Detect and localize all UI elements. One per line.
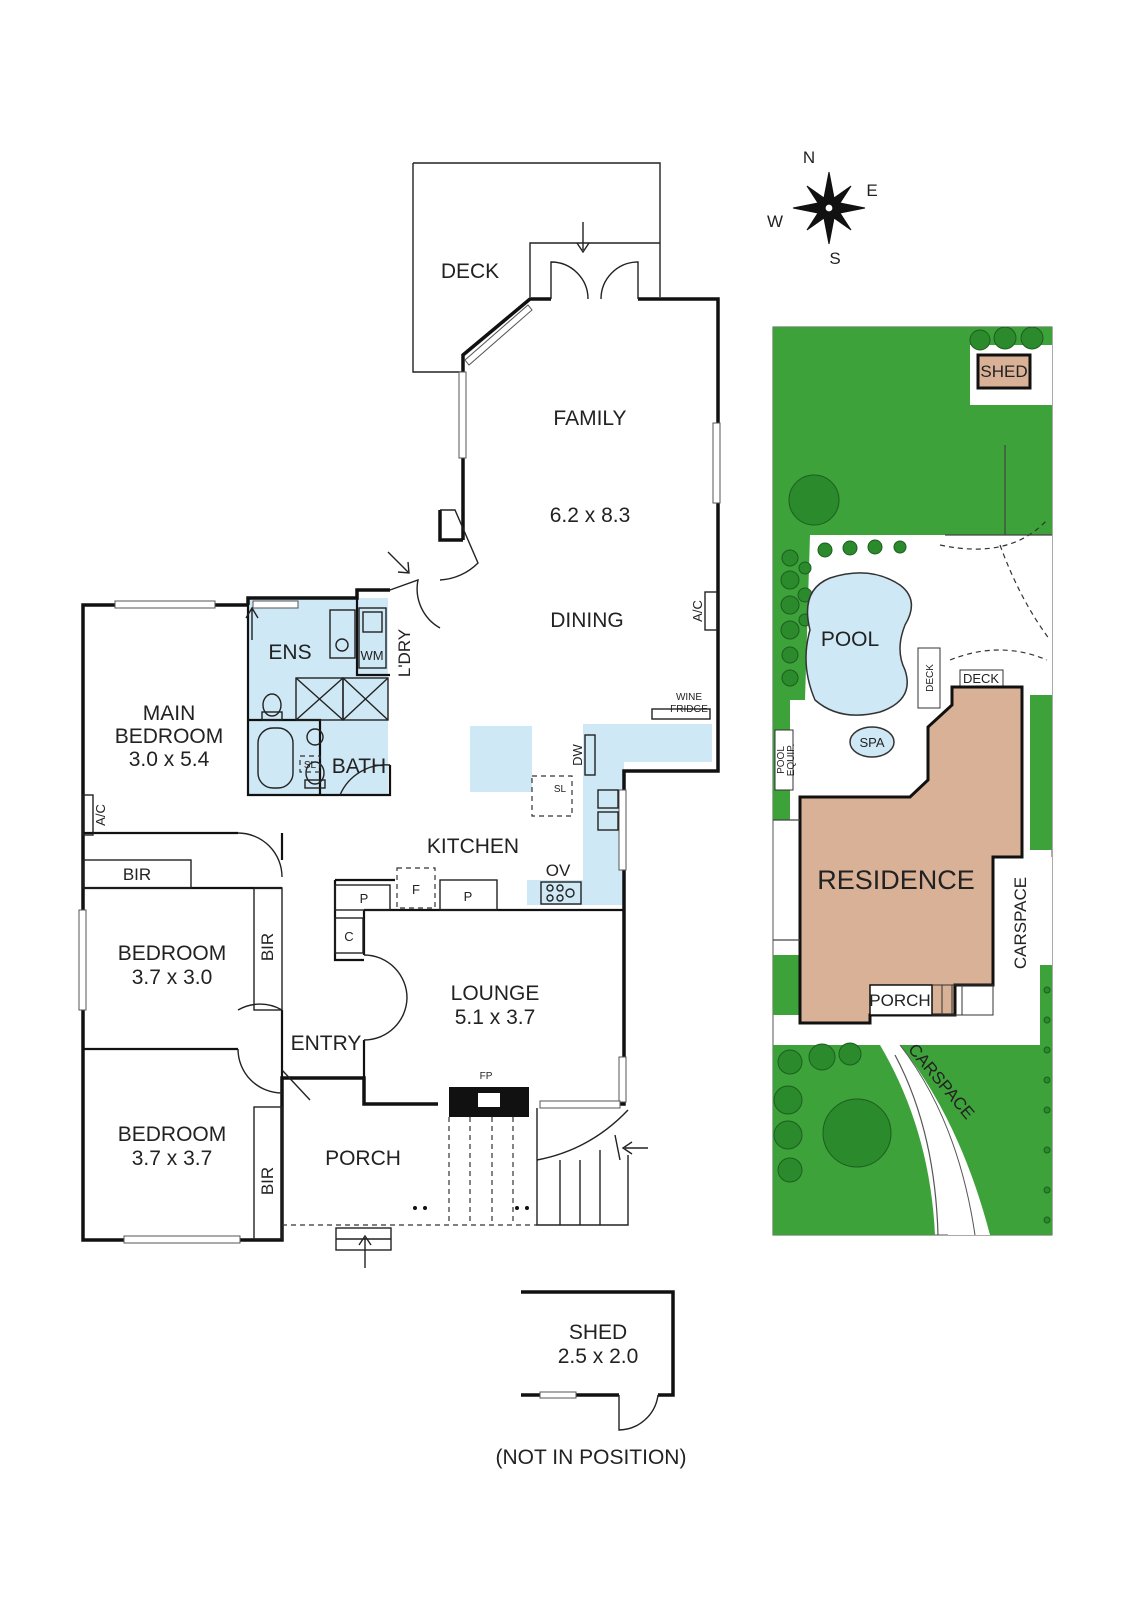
main-floor-plan: DECK FAMILY 6.2 x 8.3 DINING ENS WM L'DR…: [78, 162, 721, 1469]
lounge-dims: 5.1 x 3.7: [455, 1006, 536, 1029]
family-label: FAMILY: [553, 407, 626, 430]
wet-areas: [248, 598, 712, 905]
site-gate-paths: [939, 519, 1051, 661]
site-shed-label: SHED: [980, 362, 1027, 381]
driveway-line: [894, 1054, 939, 1236]
site-pool-equip-label-2: EQUIP.: [786, 744, 797, 777]
bir-main-label: BIR: [123, 865, 151, 884]
pantry-label-2: P: [464, 889, 473, 904]
shed-dims: 2.5 x 2.0: [558, 1345, 639, 1368]
kitchen-island: [470, 726, 532, 792]
windows: [78, 304, 721, 1244]
shed-label: SHED: [569, 1321, 627, 1344]
front-porch: [282, 1108, 648, 1268]
driveway-line-2: [899, 1044, 976, 1236]
pantry-label-1: P: [360, 891, 369, 906]
house-outer-wall: [81, 297, 720, 1242]
site-shed: [976, 353, 1032, 390]
site-plan: SHED POOL SPA POOL EQUIP. DECK DECK RESI…: [772, 326, 1053, 1236]
entry-label: ENTRY: [291, 1032, 362, 1055]
wine-fridge-label-1: WINE: [676, 692, 702, 703]
residence-footprint: [798, 685, 1024, 1025]
main-bedroom-dims: 3.0 x 5.4: [129, 748, 210, 771]
spa-shape: [849, 726, 895, 758]
compass-e: E: [866, 181, 877, 200]
site-deck-vertical-label: DECK: [925, 664, 936, 692]
site-deck-horizontal-label: DECK: [963, 671, 999, 686]
main-bedroom-label-2: BEDROOM: [115, 725, 224, 748]
site-pool-label: POOL: [821, 628, 879, 651]
fridge-label: F: [412, 882, 420, 897]
site-residence-label: RESIDENCE: [817, 865, 975, 895]
ov-label: OV: [546, 861, 571, 880]
site-deck-vertical: [917, 647, 941, 709]
site-carspace-vertical-label: CARSPACE: [1011, 877, 1030, 969]
entry-arrow-side: [387, 551, 410, 574]
lounge-label: LOUNGE: [451, 982, 540, 1005]
bir-bed3-label: BIR: [258, 1167, 277, 1195]
carspace-paving: [1000, 857, 1052, 965]
dw-label: DW: [570, 743, 585, 765]
site-spa-label: SPA: [859, 735, 884, 750]
trees: [773, 326, 1051, 1224]
bedroom3-dims: 3.7 x 3.7: [132, 1147, 213, 1170]
deck-step-outline: [529, 242, 660, 297]
shed-window: [539, 1391, 577, 1399]
shed-door: [618, 1394, 659, 1431]
wine-fridge-label-2: FRIDGE: [670, 704, 708, 715]
pool-shape: [805, 572, 913, 716]
kitchen-sl-label: SL: [554, 784, 567, 795]
ldry-label: L'DRY: [395, 629, 414, 677]
dining-label: DINING: [550, 609, 624, 632]
family-dims: 6.2 x 8.3: [550, 504, 631, 527]
bedroom2-label: BEDROOM: [118, 942, 227, 965]
ensuite-bath-area: [248, 598, 388, 794]
compass-n: N: [803, 148, 815, 167]
door-swings: [237, 261, 639, 1101]
compass-rose: N E S W: [767, 148, 878, 268]
entry-arrow-bedroom: [245, 606, 259, 640]
yard-paving: [940, 535, 1052, 695]
kitchen-label: KITCHEN: [427, 835, 519, 858]
driveway: [880, 1045, 990, 1235]
cupboard-label: C: [344, 929, 353, 944]
site-porch-label: PORCH: [869, 991, 930, 1010]
bath-sl-label: SL: [304, 760, 317, 771]
site-fence: [773, 445, 1052, 941]
pool-equip-box: [774, 729, 794, 791]
site-pool-equip-label-1: POOL: [776, 746, 787, 774]
ens-label: ENS: [268, 641, 311, 664]
ac-family-label: A/C: [690, 600, 705, 622]
deck-outline: [412, 162, 661, 373]
fp-label: FP: [480, 1071, 493, 1082]
kitchen-fixtures: [82, 591, 718, 1240]
wm-label: WM: [360, 648, 383, 663]
bedroom2-dims: 3.7 x 3.0: [132, 966, 213, 989]
compass-s: S: [829, 249, 840, 268]
ensuite-fixtures: [257, 607, 389, 789]
main-bedroom-label-1: MAIN: [143, 702, 196, 725]
residence-porch: [869, 984, 933, 1016]
residence-porch-steps: [932, 984, 994, 1016]
fireplace-opening: [478, 1093, 500, 1107]
bedroom3-label: BEDROOM: [118, 1123, 227, 1146]
entry-arrow-rear: [576, 222, 590, 254]
shed-outline: [521, 1290, 675, 1397]
deck-label: DECK: [441, 260, 499, 283]
compass-w: W: [767, 212, 783, 231]
ac-bedroom-label: A/C: [93, 804, 108, 826]
bath-label: BATH: [332, 755, 386, 778]
room-labels: DECK FAMILY 6.2 x 8.3 DINING ENS WM L'DR…: [93, 260, 708, 1469]
porch-label: PORCH: [325, 1147, 401, 1170]
shed-position-note: (NOT IN POSITION): [496, 1446, 687, 1469]
bir-bed2-label: BIR: [258, 933, 277, 961]
family-wall-step: [438, 510, 463, 542]
